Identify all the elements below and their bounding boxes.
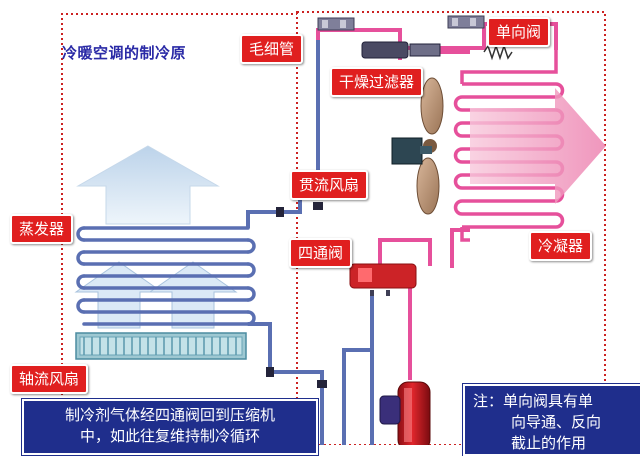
compressor <box>379 381 431 445</box>
outdoor-unit-frame <box>296 11 606 445</box>
evaporator-label: 蒸发器 <box>10 214 74 244</box>
pipe-joints <box>266 202 327 388</box>
note-box: 注：单向阀具有单 向导通、反向 截止的作用 <box>463 384 640 456</box>
four-way-valve-label: 四通阀 <box>289 238 353 268</box>
four-way-valve <box>349 263 417 296</box>
axial-fan-label: 轴流风扇 <box>10 364 89 394</box>
check-valve-label: 单向阀 <box>487 17 551 47</box>
cold-air-arrow-large <box>76 145 220 225</box>
note-line-2: 向导通、反向 <box>511 413 602 431</box>
description-line-2: 中，如此往复维持制冷循环 <box>79 427 260 445</box>
dryer-filter <box>361 41 441 59</box>
cold-air-arrow-left <box>74 261 164 329</box>
cross-flow-fan-label: 贯流风扇 <box>290 170 369 200</box>
capillary-label: 毛细管 <box>240 34 304 64</box>
fan-motor <box>391 137 432 165</box>
cross-flow-fan-unit <box>75 332 247 360</box>
note-line-3: 截止的作用 <box>511 434 587 452</box>
description-box: 制冷剂气体经四通阀回到压缩机 中，如此往复维持制冷循环 <box>22 399 318 455</box>
compressor-return-pipes <box>342 290 374 445</box>
diagram-title: 冷暖空调的制冷原 <box>62 44 187 62</box>
description-line-1: 制冷剂气体经四通阀回到压缩机 <box>64 406 275 424</box>
cold-air-arrow-right <box>148 261 238 329</box>
dryer-filter-label: 干燥过滤器 <box>330 67 424 97</box>
outdoor-fan <box>416 77 444 215</box>
check-valve <box>483 43 513 61</box>
indoor-unit-frame <box>61 13 297 445</box>
condenser-label: 冷凝器 <box>529 231 593 261</box>
note-line-1: 注：单向阀具有单 <box>473 392 594 410</box>
capillary-tube <box>317 17 355 31</box>
hot-air-arrow <box>470 88 606 204</box>
refrigeration-diagram <box>61 11 606 445</box>
capillary-tube-right <box>447 15 485 29</box>
